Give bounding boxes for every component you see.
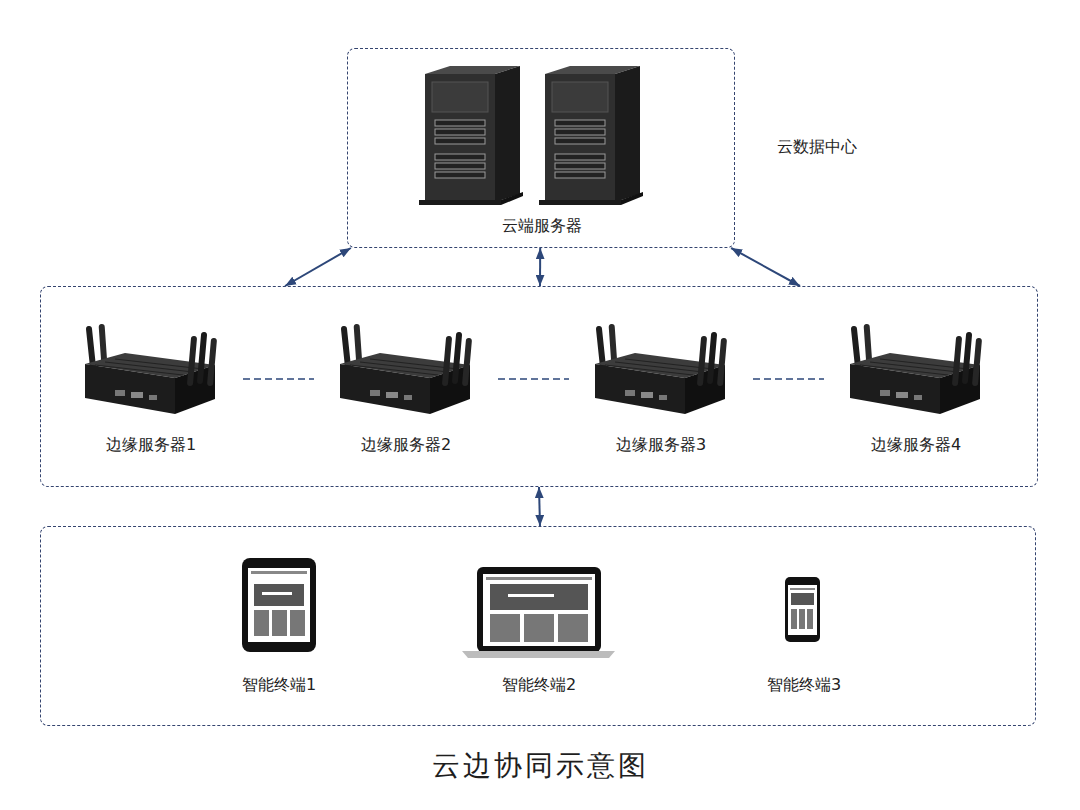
data-flow-arrow: [731, 248, 800, 286]
device-label: 云端服务器: [348, 216, 736, 236]
phone-device: [785, 577, 820, 642]
smart-terminal-node: 智能终端3: [744, 549, 864, 699]
device-label: 智能终端2: [459, 675, 619, 695]
edge-server-node: 边缘服务器4: [846, 321, 986, 461]
device-label: 智能终端1: [219, 675, 339, 695]
device-label: 智能终端3: [744, 675, 864, 695]
edge-router-device: [85, 324, 217, 414]
terminal-layer-band: 智能终端1 智能终端2 智能终端3: [40, 526, 1036, 726]
cloud-server-tower: [539, 66, 643, 205]
figure-caption: 云边协同示意图: [0, 748, 1080, 784]
edge-router-device: [850, 324, 982, 414]
data-flow-arrow: [538, 487, 541, 526]
laptop-device: [462, 567, 615, 658]
data-flow-arrow: [285, 248, 351, 286]
edge-server-node: 边缘服务器1: [81, 321, 221, 461]
edge-server-node: 边缘服务器3: [591, 321, 731, 461]
device-label: 边缘服务器1: [81, 435, 221, 455]
smart-terminal-node: 智能终端2: [459, 549, 619, 699]
smart-terminal-node: 智能终端1: [219, 549, 339, 699]
cloud-datacenter-box: 云数据中心云端服务器: [347, 48, 735, 248]
group-heading: 云数据中心: [777, 137, 917, 157]
edge-router-device: [340, 324, 472, 414]
link-line: [498, 378, 569, 380]
tablet-device: [242, 558, 316, 652]
edge-layer-band: 边缘服务器1 边缘服务器2 边缘服务器3 边缘服务器4: [40, 286, 1038, 487]
edge-server-node: 边缘服务器2: [336, 321, 476, 461]
device-label: 边缘服务器4: [846, 435, 986, 455]
edge-router-device: [595, 324, 727, 414]
link-line: [243, 378, 314, 380]
cloud-server-tower: [419, 66, 523, 205]
device-label: 边缘服务器2: [336, 435, 476, 455]
device-label: 边缘服务器3: [591, 435, 731, 455]
data-flow-arrow: [539, 248, 541, 286]
link-line: [753, 378, 824, 380]
